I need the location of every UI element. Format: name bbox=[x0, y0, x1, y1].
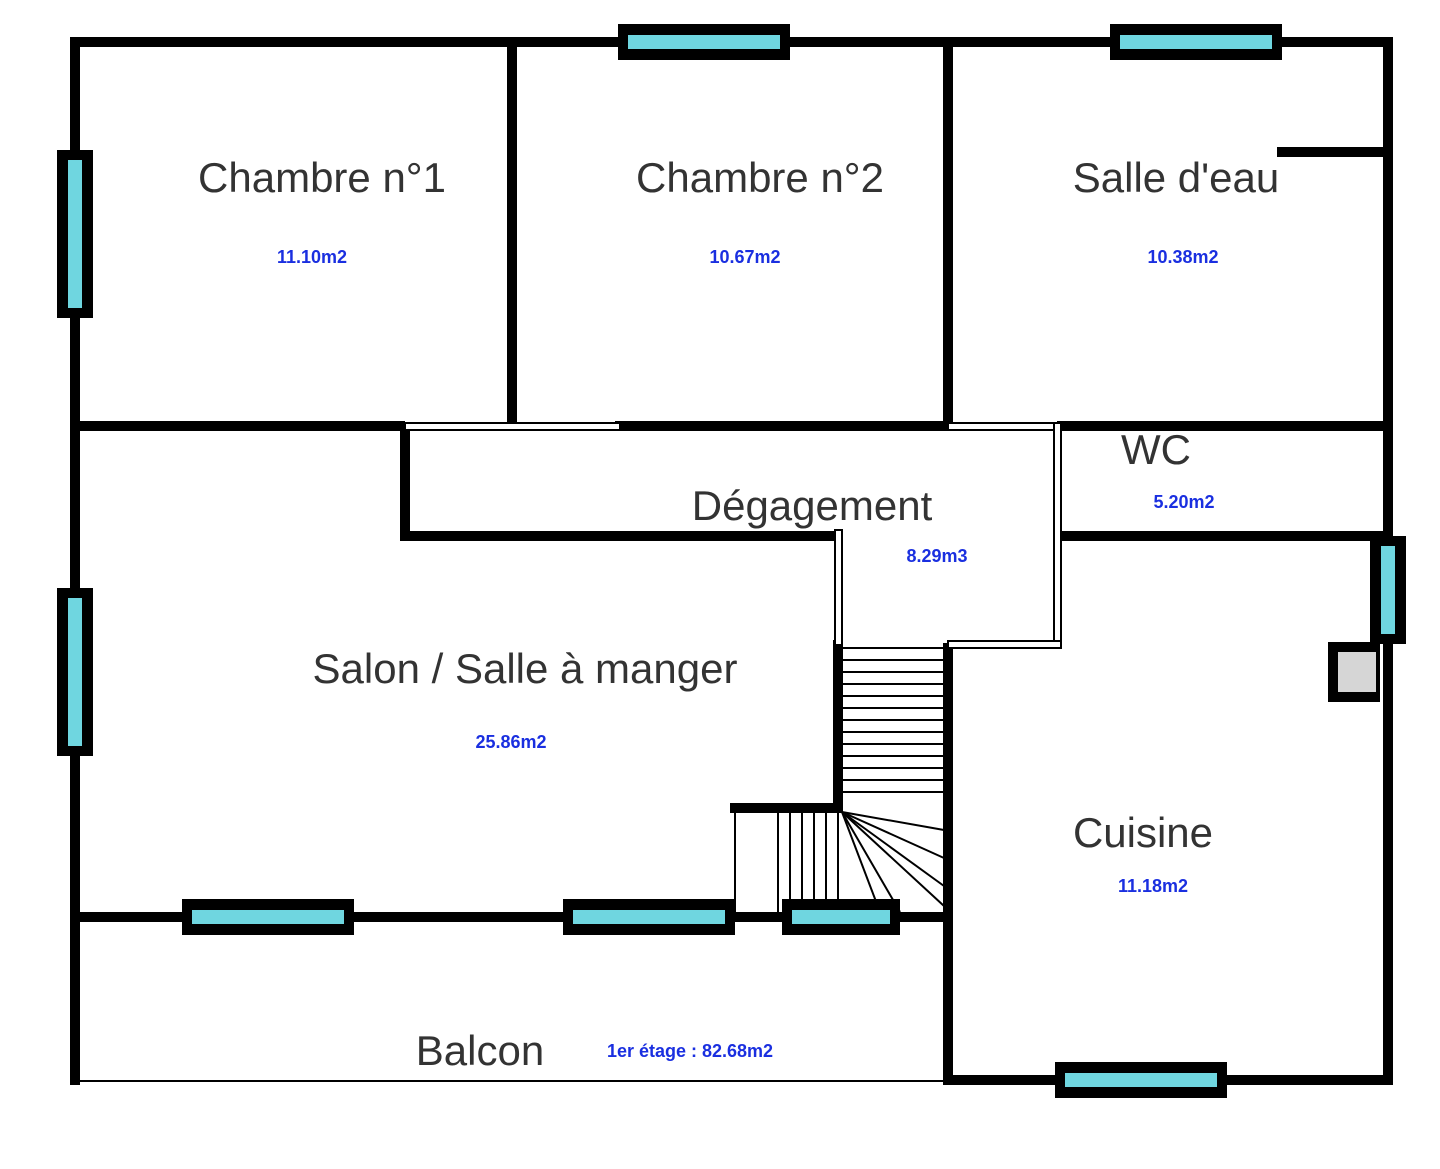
room-name-wc: WC bbox=[1121, 426, 1191, 473]
stair-winder bbox=[841, 811, 945, 887]
room-area-chambre-1: 11.10m2 bbox=[277, 247, 347, 267]
total-area: 1er étage : 82.68m2 bbox=[607, 1041, 773, 1061]
stair-winder bbox=[841, 811, 881, 913]
room-name-cuisine: Cuisine bbox=[1073, 809, 1213, 856]
stair-winder bbox=[841, 811, 901, 913]
room-area-wc: 5.20m2 bbox=[1153, 492, 1214, 512]
window-glass bbox=[573, 910, 725, 924]
window-glass bbox=[1381, 546, 1395, 634]
room-area-cuisine: 11.18m2 bbox=[1118, 876, 1188, 896]
window-glass bbox=[792, 910, 890, 924]
staircase bbox=[734, 647, 945, 913]
room-area-degagement: 8.29m3 bbox=[906, 546, 967, 566]
room-area-salon: 25.86m2 bbox=[475, 732, 546, 752]
room-name-chambre-1: Chambre n°1 bbox=[198, 154, 446, 201]
stair-winder bbox=[841, 811, 945, 907]
window-glass bbox=[68, 160, 82, 308]
window-glass bbox=[1120, 35, 1272, 49]
window-glass bbox=[1065, 1073, 1217, 1087]
window-glass bbox=[68, 598, 82, 746]
windows bbox=[57, 24, 1406, 1098]
stair-winder bbox=[841, 811, 945, 859]
room-name-salon: Salon / Salle à manger bbox=[313, 645, 738, 692]
room-name-balcon: Balcon bbox=[416, 1027, 544, 1074]
room-labels: Chambre n°1 11.10m2 Chambre n°2 10.67m2 … bbox=[198, 154, 1279, 1074]
chimney-duct bbox=[1328, 642, 1380, 702]
room-name-salle-d-eau: Salle d'eau bbox=[1073, 154, 1280, 201]
room-name-chambre-2: Chambre n°2 bbox=[636, 154, 884, 201]
window-glass bbox=[628, 35, 780, 49]
corridor-open-walls bbox=[404, 422, 1062, 649]
room-area-salle-d-eau: 10.38m2 bbox=[1147, 247, 1218, 267]
room-area-chambre-2: 10.67m2 bbox=[709, 247, 780, 267]
room-name-degagement: Dégagement bbox=[692, 482, 933, 529]
stair-winder bbox=[841, 811, 945, 831]
window-glass bbox=[192, 910, 344, 924]
